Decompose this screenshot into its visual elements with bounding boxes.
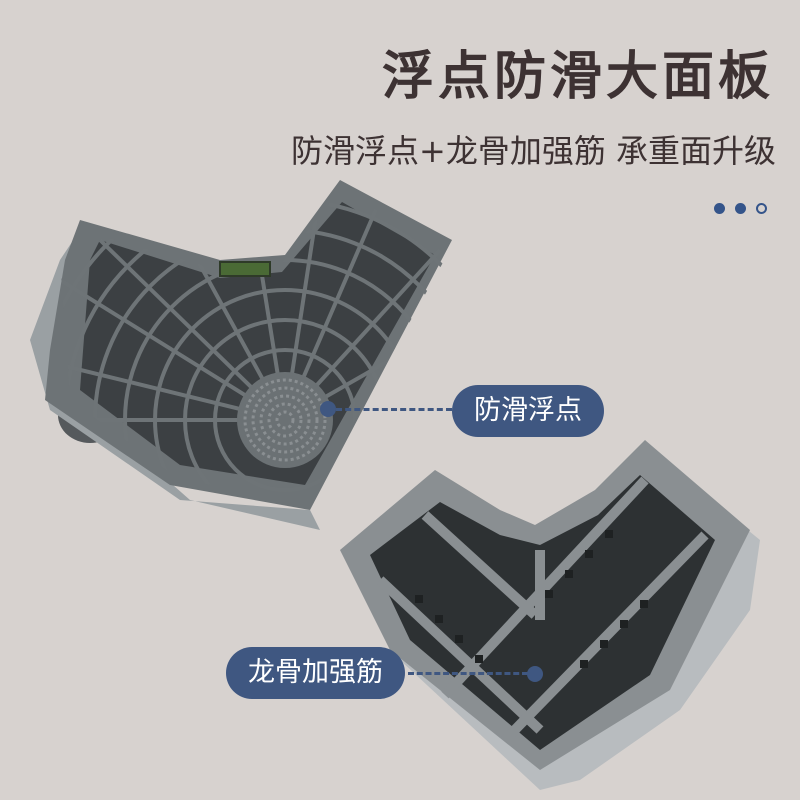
callout-antislip-dot: 防滑浮点: [452, 385, 604, 437]
bottom-panel-image: [340, 440, 760, 790]
pagination-dots: [714, 203, 767, 214]
top-panel-image: [30, 180, 452, 530]
callout-anchor-antislip: [320, 401, 336, 417]
pagination-dot-3: [756, 203, 767, 214]
callout-anchor-keel: [527, 666, 543, 682]
page-title: 浮点防滑大面板: [381, 47, 774, 107]
pagination-dot-2: [735, 203, 746, 214]
callout-leader-keel: [408, 672, 528, 675]
callout-keel-ribs: 龙骨加强筋: [226, 647, 405, 699]
pagination-dot-1: [714, 203, 725, 214]
callout-leader-antislip: [336, 408, 452, 411]
page-subtitle: 防滑浮点+龙骨加强筋 承重面升级: [291, 132, 776, 170]
